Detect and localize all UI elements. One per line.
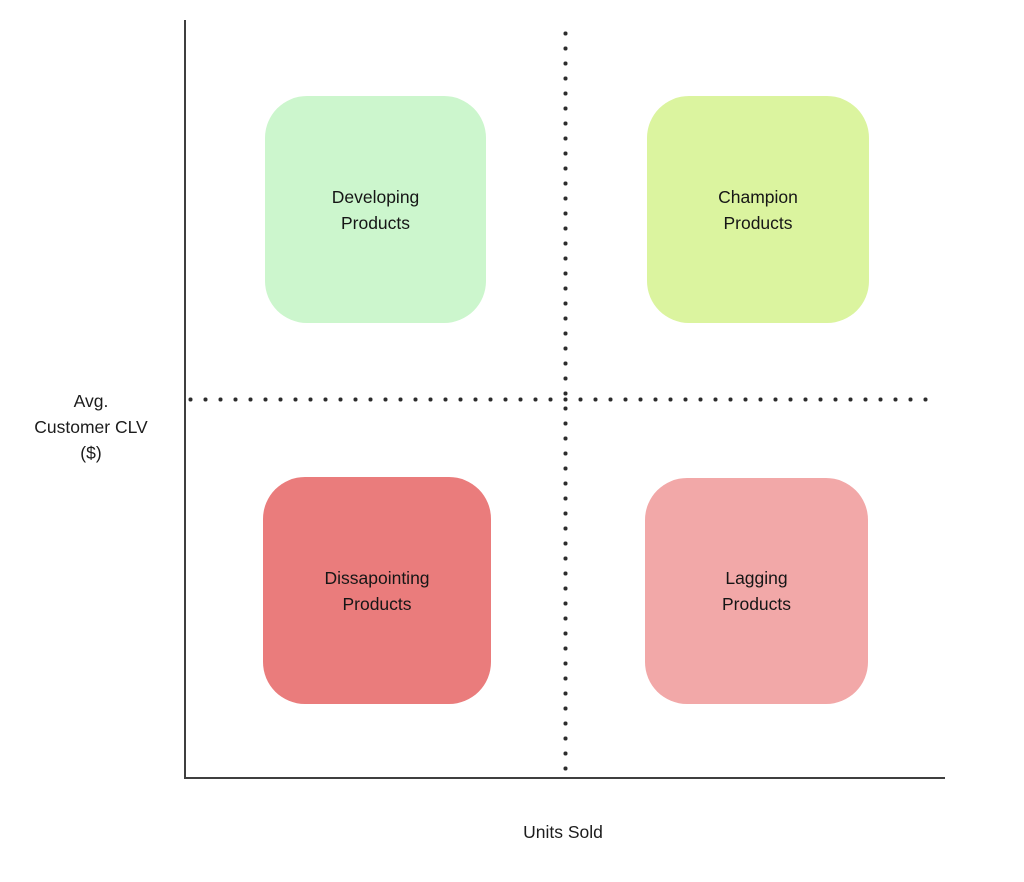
x-axis-line (184, 777, 945, 779)
quadrant-dissapointing-label: Dissapointing Products (324, 565, 429, 617)
quadrant-developing-label-line2: Products (340, 212, 411, 233)
y-axis-label: Avg. Customer CLV ($) (6, 388, 176, 466)
quadrant-lagging-label-line1: Lagging (725, 568, 788, 588)
quadrant-lagging-products: Lagging Products (645, 478, 868, 704)
quadrant-developing-label-line1: Developing (331, 186, 420, 207)
quadrant-lagging-label: Lagging Products (722, 565, 791, 617)
quadrant-champion-label: Champion Products (718, 184, 798, 236)
x-axis-label: Units Sold (523, 822, 603, 842)
vertical-divider-dotted-line (563, 26, 568, 778)
quadrant-dissapointing-label-line2: Products (342, 593, 412, 614)
quadrant-dissapointing-products: Dissapointing Products (263, 477, 491, 704)
quadrant-champion-label-line2: Products (723, 212, 793, 233)
y-axis-label-line1: Avg. (73, 391, 109, 411)
y-axis-label-line3: ($) (80, 443, 102, 463)
quadrant-developing-label: Developing Products (332, 184, 420, 236)
y-axis-label-line2: Customer CLV (34, 417, 148, 437)
quadrant-lagging-label-line2: Products (721, 594, 792, 614)
quadrant-dissapointing-label-line1: Dissapointing (324, 567, 430, 588)
quadrant-developing-products: Developing Products (265, 96, 486, 323)
quadrant-champion-label-line1: Champion (718, 186, 798, 207)
horizontal-divider-dotted-line (183, 397, 935, 402)
quadrant-champion-products: Champion Products (647, 96, 869, 323)
